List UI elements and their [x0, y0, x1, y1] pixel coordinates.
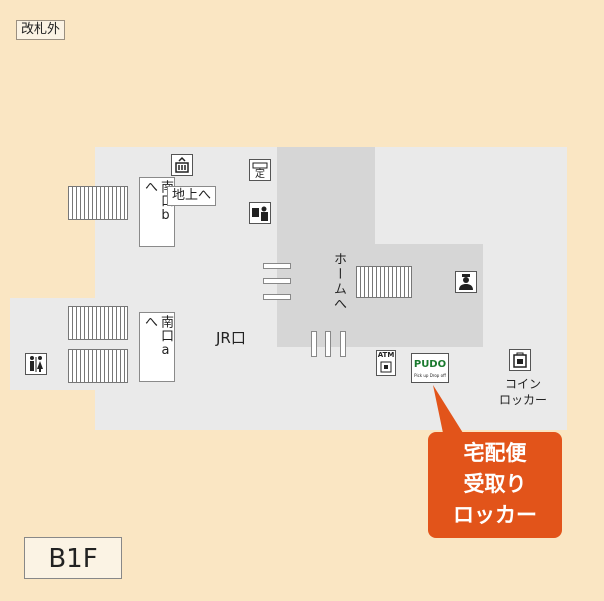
coin-locker-icon	[509, 349, 531, 371]
callout-line3: ロッカー	[453, 503, 537, 527]
gate-outside-label: 改札外	[16, 20, 66, 40]
ticket-office-icon: 定	[249, 159, 271, 181]
ticket-gate	[311, 331, 317, 357]
commuter-pass-icon	[249, 202, 271, 224]
callout-line1: 宅配便	[463, 441, 527, 465]
stairs-south-a-lower	[68, 349, 128, 383]
coin-locker-label: コイン ロッカー	[494, 376, 552, 408]
south-exit-a-label: 南口a へ	[139, 312, 175, 382]
to-ground-label: 地上へ	[167, 186, 217, 206]
parcel-locker-callout: 宅配便 受取り ロッカー	[428, 432, 562, 538]
ticket-gate	[263, 278, 291, 284]
elevator-icon	[171, 154, 193, 176]
atm-icon: ATM	[376, 350, 396, 376]
stairs-south-b	[68, 186, 128, 220]
svg-text:定: 定	[255, 167, 265, 180]
floor-label: B1F	[24, 537, 122, 579]
station-staff-icon	[455, 271, 477, 293]
ticket-gate	[325, 331, 331, 357]
ticket-gate	[263, 294, 291, 300]
restroom-icon	[25, 353, 47, 375]
coin-locker-label-line1: コイン	[504, 377, 541, 391]
callout-line2: 受取り	[463, 472, 527, 496]
callout-pointer	[433, 385, 463, 433]
pudo-icon: PUDO Pick up Drop off	[411, 353, 449, 383]
stairs-to-platform	[356, 266, 412, 298]
jr-entrance-label: JR口	[216, 329, 246, 347]
ticket-gate	[263, 263, 291, 269]
stairs-south-a-upper	[68, 306, 128, 340]
to-platform-label: ホームへ	[331, 252, 346, 312]
platform-access-area	[277, 147, 375, 347]
coin-locker-label-line2: ロッカー	[498, 393, 547, 407]
ticket-gate	[340, 331, 346, 357]
